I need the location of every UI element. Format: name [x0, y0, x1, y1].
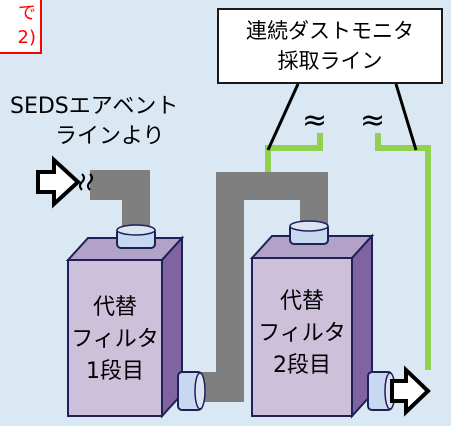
monitor-label-line-2: 採取ライン: [277, 49, 383, 73]
filter-1-label-line-2: フィルタ: [71, 327, 159, 352]
source-label-line-2: ラインより: [55, 124, 165, 149]
filter-2-label-line-2: フィルタ: [258, 321, 346, 346]
source-label-line-1: SEDSエアベント: [10, 94, 179, 119]
sample-line-left: [265, 133, 323, 172]
inlet-wave-icon: [79, 173, 93, 191]
filter-1: [65, 224, 206, 419]
note-box: で 2): [0, 0, 42, 54]
note-line-2: 2): [17, 27, 36, 48]
outlet-arrow-icon: [390, 365, 431, 417]
source-label: SEDSエアベント ラインより: [10, 92, 220, 152]
inlet-arrow-icon: [36, 155, 81, 209]
wave-break-right-icon: ≈: [360, 103, 386, 138]
filter-1-label: 代替 フィルタ 1段目: [68, 292, 162, 388]
filter-2-front: [251, 257, 353, 417]
filter-2: [249, 220, 396, 419]
dust-monitor-label-box: 連続ダストモニタ 採取ライン: [217, 8, 443, 84]
filter-2-label: 代替 フィルタ 2段目: [252, 286, 352, 382]
filter-1-label-line-3: 1段目: [86, 359, 144, 384]
wave-break-left-icon: ≈: [302, 103, 328, 138]
inlet-duct: [90, 170, 150, 230]
sample-line-right: [375, 133, 431, 370]
monitor-label-line-1: 連続ダストモニタ: [246, 19, 414, 43]
note-line-1: で: [18, 3, 36, 24]
filter-2-label-line-3: 2段目: [273, 353, 331, 378]
leader-line-right: [394, 83, 418, 151]
filter-1-front: [67, 259, 163, 417]
filter-1-label-line-1: 代替: [92, 295, 137, 320]
filter-2-label-line-1: 代替: [279, 289, 324, 314]
leader-line-left: [266, 83, 300, 151]
